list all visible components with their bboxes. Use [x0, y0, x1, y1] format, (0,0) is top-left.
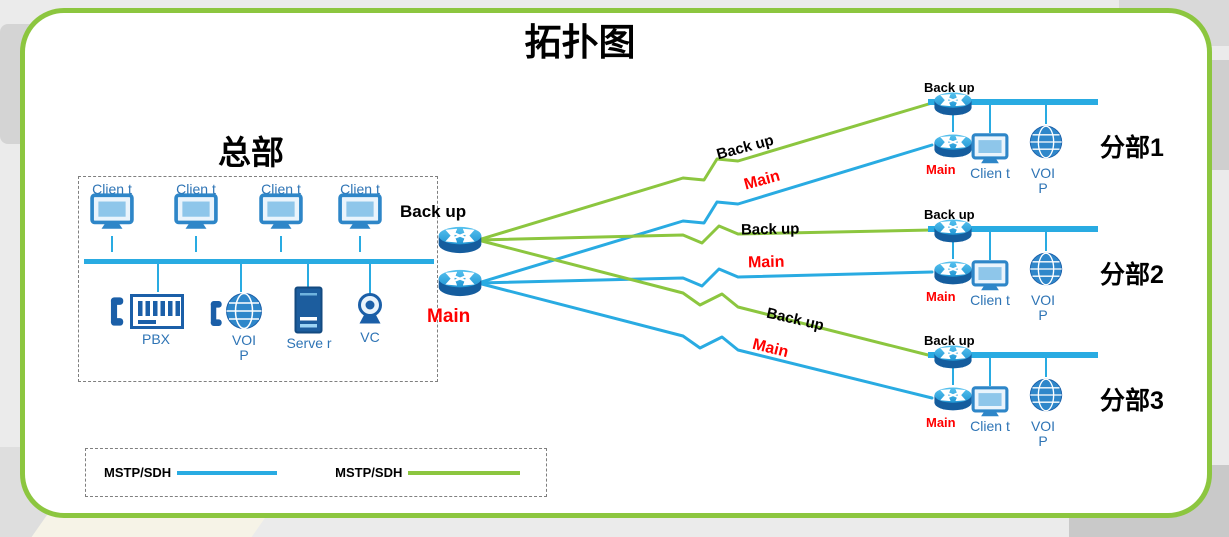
router-icon	[436, 224, 484, 255]
legend-label-main: MSTP/SDH	[104, 465, 172, 480]
client-monitor-icon	[174, 193, 218, 231]
branch-3: Back up Main Clien t VOI P 分部3	[920, 333, 1220, 473]
voip-globe-icon	[1028, 124, 1064, 160]
voip-globe-icon	[1028, 251, 1064, 287]
router-icon	[932, 343, 974, 370]
branch-backup-router-label: Back up	[924, 207, 975, 222]
branch-client-label: Clien t	[970, 165, 1010, 181]
pbx-icon	[130, 294, 184, 329]
connector-line	[195, 236, 197, 252]
connector-line	[359, 236, 361, 252]
client-monitor-icon	[338, 193, 382, 231]
branch-2: Back up Main Clien t VOI P 分部2	[920, 207, 1220, 347]
branch-bus-line	[928, 99, 1098, 105]
branch-voip-label: VOI P	[1030, 418, 1056, 449]
router-icon	[932, 132, 974, 159]
client-monitor-icon	[971, 260, 1009, 292]
hq-client-1: Clien t	[90, 182, 134, 252]
branch-client-label: Clien t	[970, 292, 1010, 308]
connector-line	[157, 264, 159, 292]
router-icon	[932, 90, 974, 117]
branch-bus-line	[928, 226, 1098, 232]
client-monitor-icon	[971, 386, 1009, 418]
connector-line	[989, 232, 991, 260]
router-icon	[932, 259, 974, 286]
connector-line	[952, 105, 954, 132]
branch-backup-router-label: Back up	[924, 333, 975, 348]
diagram-title: 拓扑图	[524, 22, 636, 63]
connector-line	[280, 236, 282, 252]
branch-client-label: Clien t	[970, 418, 1010, 434]
connector-line	[989, 358, 991, 386]
background-decoration	[1211, 60, 1229, 170]
branch-main-router-label: Main	[926, 415, 956, 430]
vc-camera-icon	[352, 292, 388, 326]
branch-main-router-label: Main	[926, 289, 956, 304]
branch-bus-line	[928, 352, 1098, 358]
link-label-main-branch2: Main	[747, 253, 785, 272]
server-icon	[294, 286, 323, 334]
server-label: Serve r	[286, 335, 332, 351]
hq-label: 总部	[218, 134, 284, 171]
voip-globe-icon	[1028, 377, 1064, 413]
connector-line	[240, 264, 242, 292]
client-label: Clien t	[340, 181, 380, 197]
hq-client-3: Clien t	[259, 182, 303, 252]
hq-bus-line	[84, 259, 434, 264]
connector-line	[369, 264, 371, 294]
connector-line	[307, 264, 309, 287]
client-label: Clien t	[261, 181, 301, 197]
router-icon	[436, 267, 484, 298]
phone-handset-icon	[210, 300, 225, 327]
legend-label-backup: MSTP/SDH	[335, 465, 403, 480]
client-monitor-icon	[259, 193, 303, 231]
connector-line	[1045, 358, 1047, 377]
connector-line	[952, 232, 954, 259]
voip-label: VOI P	[231, 332, 257, 363]
connector-line	[1045, 105, 1047, 124]
legend-box: MSTP/SDH MSTP/SDH	[85, 448, 547, 497]
client-label: Clien t	[92, 181, 132, 197]
branch-name: 分部1	[1100, 134, 1164, 162]
branch-voip-label: VOI P	[1030, 292, 1056, 323]
hq-client-2: Clien t	[174, 182, 218, 252]
branch-main-router-label: Main	[926, 162, 956, 177]
pbx-label: PBX	[141, 331, 170, 347]
phone-handset-icon	[110, 296, 127, 327]
legend-backup-line-sample	[408, 470, 521, 475]
vc-label: VC	[360, 329, 380, 345]
router-icon	[932, 385, 974, 412]
connector-line	[952, 358, 954, 385]
router-icon	[932, 217, 974, 244]
client-label: Clien t	[176, 181, 216, 197]
branch-1: Back up Main Clien t VOI P 分部1	[920, 80, 1220, 220]
link-label-backup-branch2: Back up	[740, 220, 800, 239]
connector-line	[1045, 232, 1047, 251]
branch-voip-label: VOI P	[1030, 165, 1056, 196]
hq-boundary-box	[78, 176, 438, 382]
legend-main-line-sample	[177, 470, 278, 475]
branch-name: 分部3	[1100, 387, 1164, 415]
client-monitor-icon	[971, 133, 1009, 165]
connector-line	[989, 105, 991, 133]
hq-backup-router-label: Back up	[400, 202, 467, 221]
hq-client-4: Clien t	[338, 182, 382, 252]
branch-backup-router-label: Back up	[924, 80, 975, 95]
hq-main-router-label: Main	[427, 306, 471, 327]
client-monitor-icon	[90, 193, 134, 231]
voip-globe-icon	[224, 291, 264, 331]
branch-name: 分部2	[1100, 261, 1164, 289]
connector-line	[111, 236, 113, 252]
